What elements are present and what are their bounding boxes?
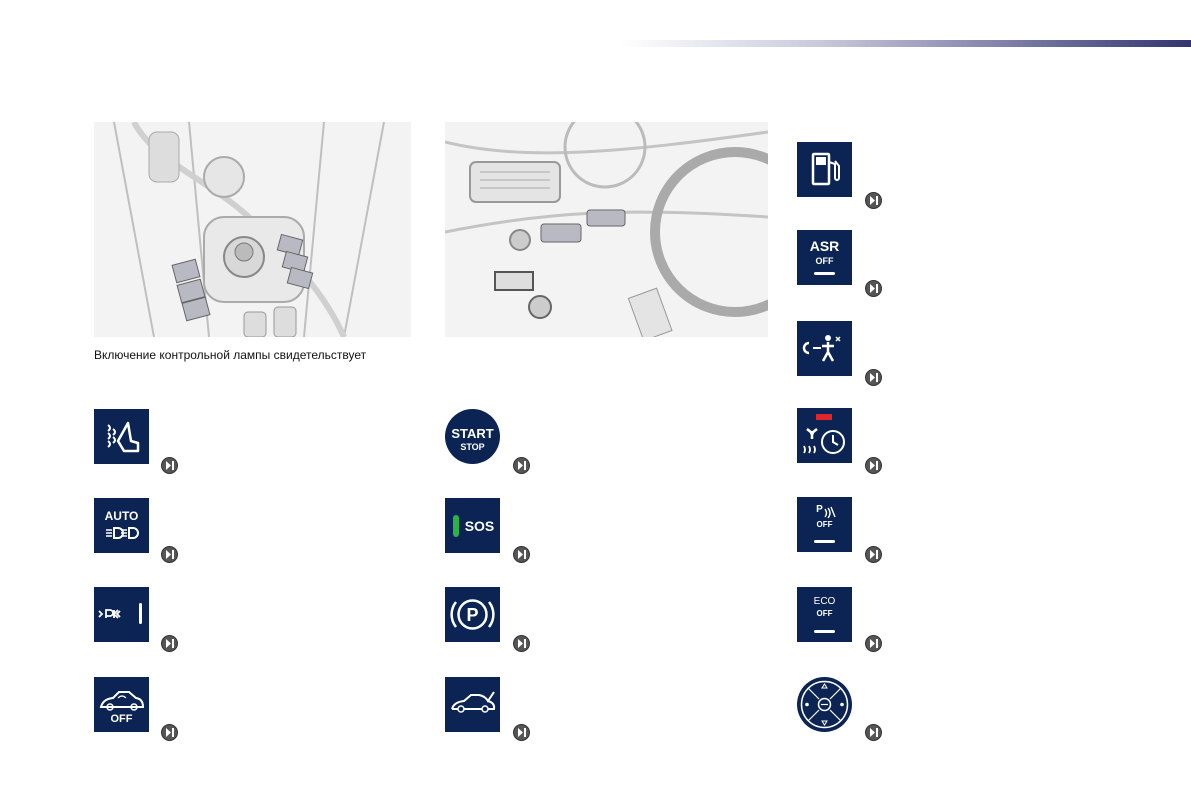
dashboard-illustration — [445, 122, 768, 337]
next-page-button[interactable] — [865, 192, 882, 209]
asr-label: ASR — [809, 238, 840, 254]
off-label: OFF — [816, 609, 833, 618]
off-label: OFF — [816, 520, 833, 529]
sos-label: SOS — [464, 518, 495, 534]
auto-label: AUTO — [104, 509, 139, 523]
next-page-button[interactable] — [161, 546, 178, 563]
next-page-button[interactable] — [865, 546, 882, 563]
alarm-off-icon: OFF — [94, 677, 149, 732]
sos-icon: SOS — [445, 498, 500, 553]
off-label: OFF — [110, 713, 133, 725]
auto-headlamp-icon: AUTO — [94, 498, 149, 553]
next-page-button[interactable] — [513, 546, 530, 563]
next-page-button[interactable] — [513, 635, 530, 652]
next-page-button[interactable] — [161, 635, 178, 652]
stop-start-timer-icon — [797, 408, 852, 463]
next-page-button[interactable] — [513, 457, 530, 474]
p-label: P — [466, 605, 479, 625]
center-console-illustration — [94, 122, 411, 337]
fuel-pump-icon — [797, 142, 852, 197]
park-sensors-off-icon: P OFF — [797, 497, 852, 552]
lane-departure-icon — [94, 587, 149, 642]
p-label: P — [816, 504, 823, 515]
header-gradient-bar — [620, 40, 1191, 47]
next-page-button[interactable] — [161, 457, 178, 474]
start-stop-icon: START STOP — [445, 409, 500, 464]
next-page-button[interactable] — [865, 280, 882, 297]
next-page-button[interactable] — [513, 724, 530, 741]
eco-off-icon: ECO OFF — [797, 587, 852, 642]
page-caption: Включение контрольной лампы свидетельств… — [94, 348, 367, 362]
off-bar — [814, 272, 835, 275]
start-label: START — [451, 426, 494, 441]
seatbelt-airbag-icon — [797, 321, 852, 376]
next-page-button[interactable] — [865, 724, 882, 741]
red-warning-bar — [816, 414, 832, 420]
next-page-button[interactable] — [865, 369, 882, 386]
joystick-control-icon — [797, 677, 852, 732]
asr-off-icon: ASR OFF — [797, 230, 852, 285]
eco-label: ECO — [813, 596, 836, 607]
boot-open-icon — [445, 677, 500, 732]
next-page-button[interactable] — [865, 457, 882, 474]
off-label: OFF — [815, 256, 834, 266]
parking-brake-icon: P — [445, 587, 500, 642]
off-bar — [814, 630, 835, 633]
sos-led-indicator — [453, 515, 459, 537]
stop-label: STOP — [460, 442, 485, 452]
off-bar — [814, 540, 835, 543]
next-page-button[interactable] — [865, 635, 882, 652]
next-page-button[interactable] — [161, 724, 178, 741]
heated-seat-icon — [94, 409, 149, 464]
